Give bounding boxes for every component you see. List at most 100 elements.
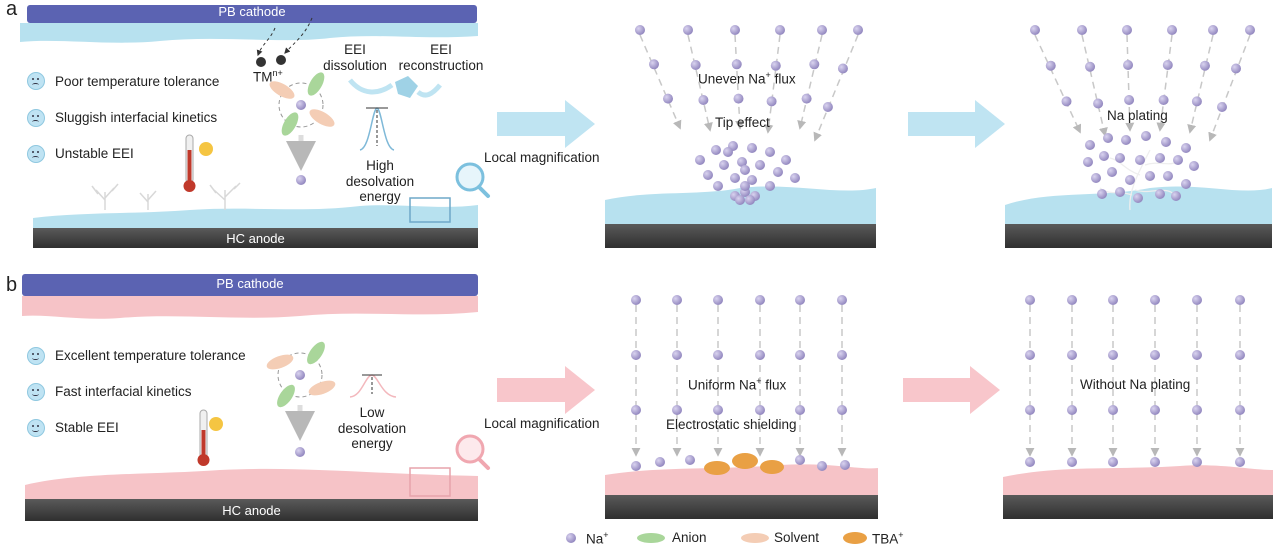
panel-a-letter: a	[6, 0, 18, 20]
na-ion-icon	[1217, 102, 1227, 112]
issue-label: Sluggish interfacial kinetics	[55, 110, 218, 125]
na-ion-icon	[1123, 60, 1134, 70]
na-ion-icon	[1141, 131, 1151, 141]
na-surface-ions	[631, 455, 850, 471]
na-ion-icon	[1097, 189, 1107, 199]
flux-arrow	[1187, 34, 1214, 134]
na-ion-icon	[737, 157, 747, 167]
na-ion-icon	[837, 63, 848, 74]
na-ion-icon	[1231, 63, 1241, 74]
na-ion-icon	[631, 295, 641, 305]
na-ion-icon	[1150, 405, 1160, 415]
na-ion-icon	[735, 195, 745, 205]
na-ion-icon	[817, 25, 827, 35]
na-ion-icon	[1115, 153, 1125, 163]
na-ion-icon	[1067, 457, 1077, 467]
tm-ion-icon	[256, 57, 266, 67]
na-ion-icon	[1158, 95, 1169, 105]
na-ion-icon	[1181, 143, 1191, 153]
eei-cycle-arrow	[416, 83, 442, 98]
na-ion-icon	[1181, 179, 1191, 189]
na-ion-icon	[755, 160, 765, 170]
without-plating-label: Without Na plating	[1080, 377, 1191, 392]
na-ion-icon	[745, 195, 755, 205]
panel-a-cell	[20, 5, 490, 248]
sad-face-icon	[27, 109, 45, 127]
na-ion-icon	[1135, 155, 1145, 165]
na-deposit-cluster	[695, 141, 800, 205]
na-ion-icon	[1192, 405, 1202, 415]
legend-item: TBA+	[872, 530, 904, 547]
magnified-panel-b1	[605, 464, 878, 519]
na-ion-icon	[790, 173, 800, 183]
legend-item: Anion	[672, 530, 707, 545]
anode-label: HC anode	[226, 231, 285, 246]
legend-item: Solvent	[774, 530, 820, 545]
na-ion-icon	[631, 405, 641, 415]
na-ion-icon	[1115, 187, 1125, 197]
na-ion-icon	[1067, 350, 1077, 360]
na-ion-icon	[1108, 405, 1118, 415]
eei-cycle-arrow	[348, 78, 394, 95]
na-ion-icon	[1085, 140, 1095, 150]
na-ion-icon	[1107, 167, 1117, 177]
na-ion-icon	[1122, 25, 1132, 35]
na-ion-icon	[837, 350, 847, 360]
na-ion-icon	[713, 405, 723, 415]
na-ion-icon	[1108, 295, 1118, 305]
energy-barrier-icon	[359, 107, 395, 151]
anode-layer	[25, 499, 478, 521]
na-ion-icon	[1083, 157, 1093, 167]
na-ion-icon	[1199, 60, 1210, 71]
na-ion-icon	[1145, 171, 1155, 181]
na-ion-icon	[663, 93, 673, 104]
na-ion-icon	[723, 147, 733, 157]
na-ion-icon	[817, 461, 827, 471]
flux-label: Uniform Na+ flux	[688, 376, 787, 393]
na-ion-icon	[1192, 295, 1202, 305]
na-ion-icon	[1025, 295, 1035, 305]
na-ion-icon	[1091, 173, 1101, 183]
sad-face-icon	[27, 72, 45, 90]
na-ion-icon	[1171, 191, 1181, 201]
na-ion-icon	[1235, 405, 1245, 415]
dendrite-icon	[1099, 149, 1181, 211]
na-ion-icon	[713, 350, 723, 360]
cathode-eei-layer	[22, 296, 478, 319]
na-ion-icon	[1150, 350, 1160, 360]
magnification-arrow	[497, 366, 595, 414]
na-ion-icon	[1103, 133, 1113, 143]
cathode-label: PB cathode	[218, 4, 286, 19]
energy-barrier-icon	[349, 374, 397, 398]
na-ion-icon	[770, 60, 781, 71]
na-ion-icon	[719, 160, 729, 170]
na-ion-icon	[1163, 171, 1173, 181]
na-ion-icon	[1155, 153, 1165, 163]
flux-arrow	[797, 34, 823, 130]
na-ion-icon	[837, 405, 847, 415]
magnifier-icon	[455, 434, 490, 470]
na-ion-icon	[809, 59, 820, 70]
thermometer-icon	[183, 134, 213, 192]
na-ion-icon	[1061, 96, 1072, 107]
na-ion-icon	[1245, 25, 1255, 35]
na-ion-icon	[755, 350, 765, 360]
na-ion-icon	[781, 155, 791, 165]
magnified-panel-a2	[1005, 149, 1272, 248]
na-ion-icon	[655, 457, 665, 467]
dendrite-icon	[91, 182, 241, 210]
na-ion-icon	[1025, 405, 1035, 415]
na-ion-icon	[566, 533, 576, 543]
shielding-label: Electrostatic shielding	[666, 417, 797, 432]
na-ion-icon	[801, 93, 812, 104]
na-flux-uniform	[1025, 295, 1245, 467]
flux-arrow	[639, 34, 682, 130]
na-ion-icon	[1125, 175, 1135, 185]
na-ion-icon	[1191, 96, 1202, 107]
magnification-arrow	[497, 100, 595, 148]
na-ion-icon	[740, 165, 750, 175]
flux-arrow	[813, 34, 859, 142]
na-ion-icon	[703, 170, 713, 180]
na-ion-icon	[1030, 25, 1040, 35]
anode-eei-layer	[25, 468, 478, 500]
